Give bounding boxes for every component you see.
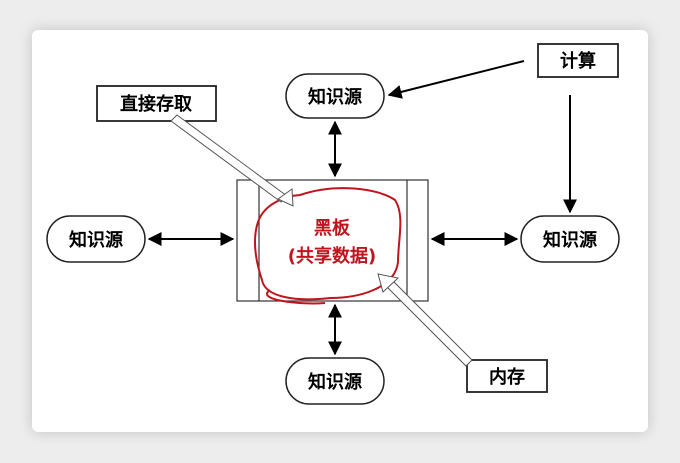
blackboard-subtitle: (共享数据) <box>288 245 376 267</box>
knowledge-source-bottom-label: 知识源 <box>308 371 362 393</box>
knowledge-source-top-label: 知识源 <box>308 86 362 108</box>
direct-access-label-box: 直接存取 <box>96 85 217 122</box>
knowledge-source-right: 知识源 <box>520 215 620 263</box>
blackboard-title: 黑板 <box>314 217 351 239</box>
knowledge-source-top: 知识源 <box>285 73 385 119</box>
knowledge-source-left: 知识源 <box>46 215 146 263</box>
direct-access-label: 直接存取 <box>120 93 193 115</box>
compute-label: 计算 <box>560 50 596 72</box>
knowledge-source-left-label: 知识源 <box>69 229 123 251</box>
knowledge-source-right-label: 知识源 <box>543 229 597 251</box>
memory-label-box: 内存 <box>466 359 548 393</box>
compute-label-box: 计算 <box>537 43 619 78</box>
arrow-compute-to-top-source <box>387 60 525 99</box>
hollow-arrow-memory <box>377 273 473 367</box>
red-annotation-circle <box>254 187 402 305</box>
knowledge-source-bottom: 知识源 <box>285 357 385 405</box>
hollow-arrow-direct-access <box>170 114 294 207</box>
memory-label: 内存 <box>489 366 525 388</box>
